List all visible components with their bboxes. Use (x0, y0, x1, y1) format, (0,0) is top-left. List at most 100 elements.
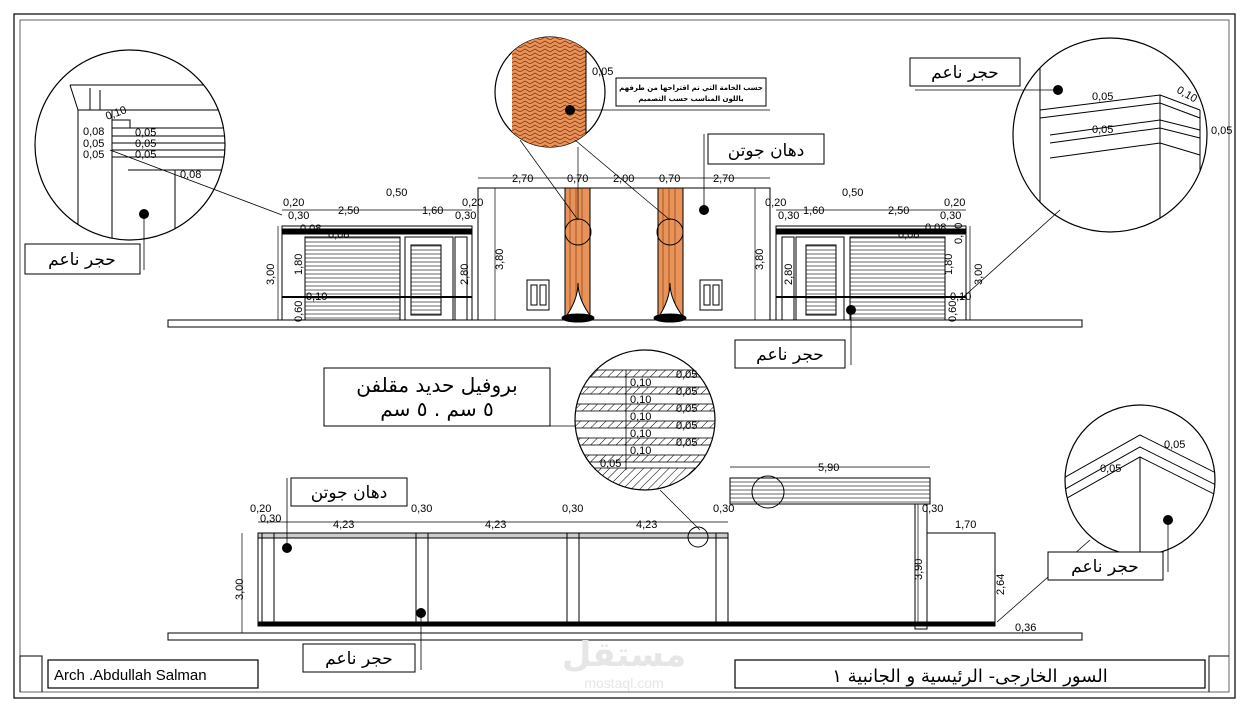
dim-text: 1,60 (803, 205, 824, 217)
note-text: باللون المناسب حسب التصميم (638, 95, 744, 103)
dim-text: 0,36 (1015, 622, 1036, 634)
left-gate (404, 236, 454, 321)
dim-text: 2,80 (459, 264, 471, 285)
label-text: ٥ سم . ٥ سم (380, 397, 493, 421)
ground-line-front (167, 319, 1083, 328)
plant-right (657, 282, 686, 319)
dim-text: 0,05 (135, 149, 156, 161)
right-slatted-panel (849, 236, 946, 321)
dim-text: 0,05 (600, 458, 621, 470)
sheet-border (13, 13, 1236, 699)
left-slatted-panel (304, 236, 401, 321)
dim-text: 0,20 (462, 197, 483, 209)
dim-text: 0,05 (1092, 124, 1113, 136)
dim-text: 0,60 (947, 301, 959, 322)
label-jotun-paint-1: دهان جوتن (699, 133, 825, 215)
watermark-url: mostaql.com (584, 675, 663, 691)
dim-text: 0,08 (300, 223, 321, 235)
dim-text: 0,05 (83, 138, 104, 150)
dim-text: 3,80 (494, 249, 506, 270)
dim-text: 0,10 (630, 377, 651, 389)
dim-text: 3,90 (913, 559, 925, 580)
dim-text: 0,10 (630, 428, 651, 440)
dim-text: 0,30 (455, 210, 476, 222)
label-text: بروفيل حديد مقلفن (356, 373, 517, 397)
dim-text: 0,10 (306, 291, 327, 303)
label-soft-stone-4: حجر ناعم (1047, 551, 1164, 581)
watermark: مستقل (562, 635, 686, 675)
dim-text: 0,08 (898, 229, 919, 241)
dim-text: 0,05 (676, 403, 697, 415)
dim-text: 0,30 (288, 210, 309, 222)
dim-text: 0,05 (83, 149, 104, 161)
dim-text: 0,30 (922, 503, 943, 515)
center-gate-block (477, 187, 771, 321)
dim-text: 3,00 (973, 264, 985, 285)
detail-corner-right: 0,05 0,05 (996, 404, 1216, 623)
dim-text: 3,80 (754, 249, 766, 270)
front-elevation (167, 177, 1083, 328)
dim-text: 0,05 (135, 138, 156, 150)
left-wing-coping (281, 228, 473, 235)
dim-text: 0,10 (630, 411, 651, 423)
dim-text: 0,08 (925, 222, 946, 234)
dim-text: 0,70 (659, 173, 680, 185)
label-soft-stone-2: حجر ناعم (909, 57, 1021, 87)
right-gate (795, 236, 845, 321)
dim-text: 2,00 (613, 173, 634, 185)
dim-text: 0,30 (940, 210, 961, 222)
dim-text: 0,60 (293, 301, 305, 322)
label-soft-stone-1: حجر ناعم (24, 243, 141, 275)
dim-text: 0,30 (778, 210, 799, 222)
dim-text: 0,05 (676, 386, 697, 398)
label-text: حجر ناعم (325, 649, 393, 669)
dim-text: 2,50 (888, 205, 909, 217)
dim-text: 1,80 (293, 254, 305, 275)
dim-text: 0,05 (592, 66, 613, 78)
author-name: Arch .Abdullah Salman (54, 667, 207, 684)
dim-text: 3,00 (234, 579, 246, 600)
detail-coping-right: 0,10 0,05 0,05 0,05 (915, 37, 1232, 301)
label-soft-stone-3: حجر ناعم (734, 305, 856, 369)
dim-text: 0,10 (950, 291, 971, 303)
dim-text: 5,90 (818, 462, 839, 474)
dim-text: 4,23 (636, 519, 657, 531)
side-elevation (167, 466, 1083, 641)
detail-steel-profile: 0,10 0,05 0,10 0,05 0,10 0,05 0,10 0,05 … (574, 349, 716, 531)
dim-text: 0,05 (1164, 439, 1185, 451)
label-text: حجر ناعم (931, 63, 999, 83)
dim-text: 0,05 (676, 369, 697, 381)
label-steel-profile: بروفيل حديد مقلفن ٥ سم . ٥ سم (323, 367, 587, 431)
dim-text: 2,80 (783, 264, 795, 285)
dim-text: 0,10 (630, 394, 651, 406)
dim-text: 0,05 (1100, 463, 1121, 475)
label-text: دهان جوتن (311, 483, 388, 503)
dim-text: 0,05 (676, 420, 697, 432)
dim-text: 0,08 (180, 169, 201, 181)
side-dims: 0,20 0,30 4,23 0,30 4,23 0,30 4,23 0,30 … (234, 462, 1036, 634)
note-box (615, 77, 767, 107)
detail-wood-cladding: 0,05 حسب الخامة التي تم اقتراحها من طرفه… (494, 36, 770, 221)
dim-text: 1,70 (955, 519, 976, 531)
dim-text: 2,50 (338, 205, 359, 217)
dim-text: 0,30 (713, 503, 734, 515)
dim-text: 0,20 (250, 503, 271, 515)
label-text: دهان جوتن (728, 141, 805, 161)
label-text: حجر ناعم (48, 250, 116, 270)
ground-line-side (167, 632, 1083, 641)
dim-text: 0,30 (411, 503, 432, 515)
dim-text: 0,20 (765, 197, 786, 209)
dim-text: 0,10 (630, 445, 651, 457)
note-text: حسب الخامة التي تم اقتراحها من طرفهم (619, 84, 763, 92)
dim-text: 0,05 (135, 127, 156, 139)
dim-text: 1,80 (943, 254, 955, 275)
lamp-right (699, 279, 723, 311)
dim-text: 2,70 (512, 173, 533, 185)
lamp-left (526, 279, 550, 311)
detail-cornice-left: 0,10 0,08 0,05 0,05 0,05 0,05 0,05 0,08 (34, 49, 283, 270)
dim-text: 0,05 (1092, 91, 1113, 103)
sheet-title: السور الخارجى- الرئيسية و الجانبية ١ (832, 666, 1108, 687)
label-soft-stone-5: حجر ناعم (302, 608, 426, 673)
sheet-inner-border (19, 19, 1230, 693)
